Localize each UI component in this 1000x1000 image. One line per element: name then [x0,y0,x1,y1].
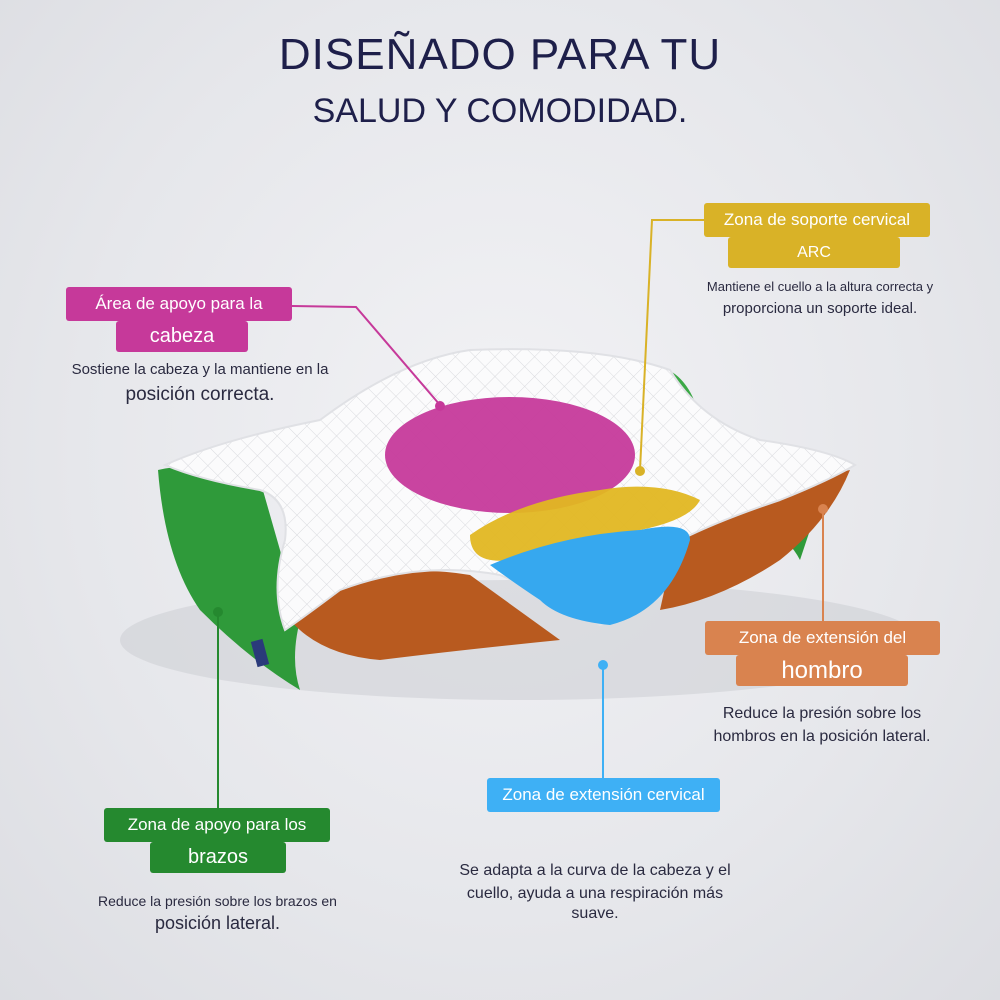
arc-label: Zona de soporte cervical [704,203,930,237]
arc-desc-1: Mantiene el cuello a la altura correcta … [706,279,934,294]
arc-cervical-zone [470,486,700,561]
cervical-extension-zone [490,526,690,625]
shoulder-desc-2: hombros en la posición lateral. [713,728,931,745]
brand-tag [250,638,270,668]
title-line-1: DISEÑADO PARA TU [278,30,722,79]
shoulder-label: Zona de extensión del [705,621,940,655]
head-support-desc-1: Sostiene la cabeza y la mantiene en la [71,361,329,378]
shoulder-extension-zone [290,570,560,660]
head-support-desc-2: posición correcta. [125,384,275,405]
arm-support-desc-1: Reduce la presión sobre los brazos en [98,893,337,909]
title-line-2: SALUD Y COMODIDAD. [312,92,688,130]
arm-support-label-2: brazos [150,842,286,873]
arm-support-desc-2: posición lateral. [154,913,281,933]
cervical-extension-label: Zona de extensión cervical [487,778,720,812]
shoulder-desc-1: Reduce la presión sobre los [722,705,922,722]
arc-desc-2: proporciona un soporte ideal. [722,300,918,317]
head-support-label: Área de apoyo para la [66,287,292,321]
cervical-extension-desc-3: suave. [571,905,619,922]
cervical-extension-desc-1: Se adapta a la curva de la cabeza y el [459,862,731,879]
arc-label-2: ARC [728,237,900,268]
shoulder-label-2: hombro [736,655,908,686]
arm-support-label: Zona de apoyo para los [104,808,330,842]
head-support-label-2: cabeza [116,321,248,352]
head-support-zone [385,397,635,513]
arm-support-zone [158,466,300,690]
cervical-extension-desc-2: cuello, ayuda a una respiración más [466,885,724,902]
